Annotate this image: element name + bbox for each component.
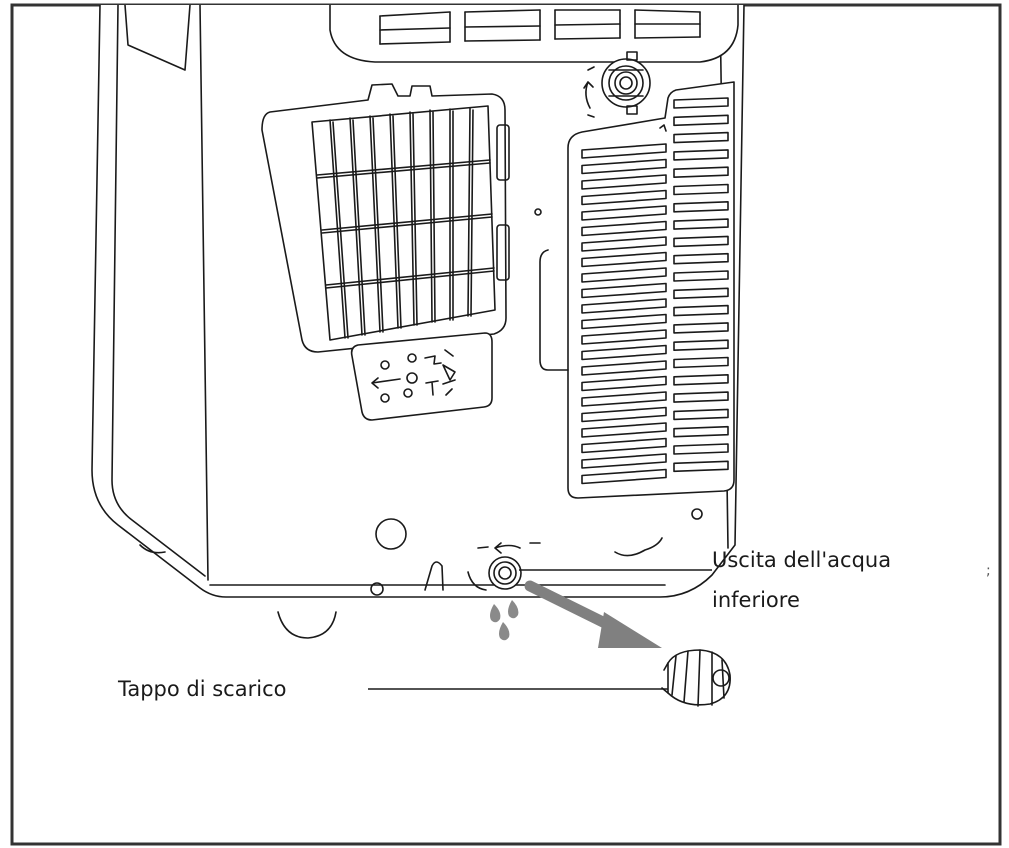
grille-slat	[673, 183, 729, 196]
grille-slat	[673, 304, 729, 317]
grille-slat	[673, 270, 729, 282]
grille-slat	[581, 298, 667, 314]
grille-slat	[673, 356, 729, 369]
grille-slat	[581, 313, 667, 330]
grille-slat	[673, 252, 729, 265]
upper-drain-knob	[583, 51, 651, 118]
unit-base	[139, 508, 703, 639]
grille-slat	[581, 251, 667, 268]
grille-slat	[673, 218, 729, 230]
grille-slat	[673, 443, 729, 455]
grille-slat	[581, 453, 667, 469]
drain-plug	[661, 649, 731, 707]
grille-slat	[581, 267, 667, 283]
grille-slat	[673, 391, 729, 403]
grille-slat	[673, 339, 729, 351]
grille-slat	[673, 374, 729, 386]
grille-slat	[581, 158, 667, 175]
grille-slat	[673, 322, 729, 334]
air-filter	[261, 83, 510, 353]
grille-slat	[673, 97, 729, 109]
symbol-plate	[350, 332, 493, 421]
grille-slat	[673, 114, 729, 127]
grille-slat	[673, 408, 729, 421]
grille-slat	[673, 235, 729, 248]
grille-slat	[581, 236, 667, 252]
grille-slat	[673, 425, 729, 438]
grille-slat	[673, 460, 729, 473]
top-air-grille	[329, 5, 739, 63]
grille-slat	[581, 220, 667, 237]
grille-slat	[581, 205, 667, 221]
grille-slat	[673, 166, 729, 178]
rear-grille-slats	[581, 97, 729, 485]
grille-slat	[581, 329, 667, 345]
grille-slat	[581, 375, 667, 392]
grille-slat	[581, 282, 667, 299]
lower-drain-outlet	[477, 542, 541, 590]
grille-slat	[673, 287, 729, 300]
drain-outlet-label: Uscita dell'acqua	[712, 548, 892, 572]
water-drops	[490, 600, 519, 641]
grille-slat	[581, 360, 667, 376]
grille-slat	[673, 201, 729, 213]
grille-slat	[673, 131, 729, 144]
removal-arrow	[524, 580, 662, 648]
drain-outlet-label-line2: inferiore	[712, 588, 800, 612]
grille-slat	[581, 468, 667, 485]
grille-slat	[581, 174, 667, 190]
drain-plug-label: Tappo di scarico	[118, 677, 287, 701]
grille-slat	[581, 143, 667, 159]
grille-slat	[581, 189, 667, 206]
grille-slat	[581, 344, 667, 361]
grille-slat	[581, 422, 667, 438]
edge-mark: ;	[986, 563, 991, 579]
grille-slat	[581, 406, 667, 423]
grille-slat	[581, 391, 667, 407]
grille-slat	[673, 149, 729, 161]
grille-slat	[581, 437, 667, 454]
